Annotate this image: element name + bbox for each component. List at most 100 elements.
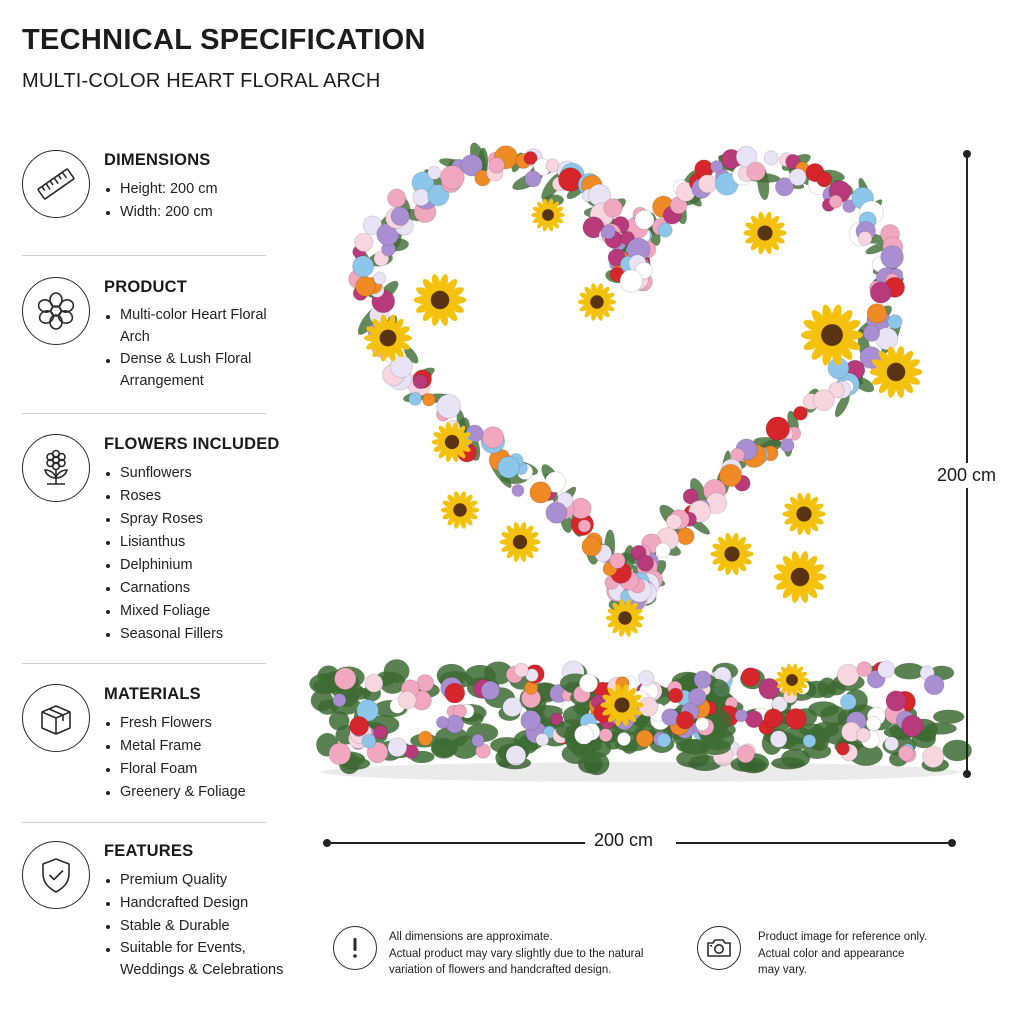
sunflower-petal [506,525,518,539]
list-item: Spray Roses [106,508,223,531]
sunflower-petal [372,318,385,334]
features-list: Premium Quality Handcrafted Design Stabl… [106,869,305,982]
section-flowers-included: FLOWERS INCLUDED Sunflowers Roses Spray … [22,434,279,649]
sunflower-petal [456,432,471,441]
sunflower-petal [794,683,803,694]
sunflower-petal [439,306,449,326]
sunflower-petal [750,236,763,251]
sunflower-petal [872,359,891,371]
sunflower-petal [803,555,818,573]
sunflower-petal [769,222,785,232]
flower-bloom [328,742,352,766]
foliage-leaf [309,673,342,695]
sunflower-petal [745,222,761,232]
sunflower-petal [584,286,595,299]
flower-bloom [865,715,882,732]
sunflower-petal [438,445,450,459]
heart-arch-art [309,142,972,782]
foliage-leaf [328,711,350,731]
sunflower-petal [808,503,824,513]
flower-bloom [667,687,684,704]
flower-bloom [657,222,673,238]
flower-bloom [769,730,788,748]
section-dimensions: DIMENSIONS Height: 200 cm Width: 200 cm [22,150,272,240]
product-heading: PRODUCT [104,278,187,296]
sunflower-petal [443,278,458,296]
sunflower-petal [629,619,643,628]
flower-bloom [835,741,850,756]
sunflower-petal [627,602,638,615]
flower-bloom [836,663,860,687]
flower-bloom [661,708,680,727]
sunflower-petal [443,304,458,322]
flower-bloom [524,170,542,188]
sunflower-petal [366,326,383,337]
sunflower-center [590,295,604,309]
flower-bloom [682,488,699,505]
sunflower-petal [899,350,914,368]
list-item: Handcrafted Design [106,892,305,915]
sunflower-petal [522,525,534,539]
flower-bloom [505,745,527,767]
floral-arch-illustration [300,140,980,800]
sunflower-petal [717,557,730,572]
list-item: Delphinium [106,554,223,577]
sunflower-petal [454,425,466,439]
sunflower-petal [433,432,448,441]
sunflower-petal [764,238,772,255]
foliage-leaf [676,739,705,754]
sunflower-center [786,674,798,686]
sunflower-petal [551,216,564,224]
flower-bloom [364,673,384,693]
sunflower-petal [811,310,829,330]
camera-icon [697,926,741,970]
flower-bloom [333,667,357,691]
width-dimension-line [327,842,585,844]
product-list: Multi-color Heart Floral Arch Dense & Lu… [106,305,280,393]
flower-bloom [734,708,748,723]
flower-bloom [529,481,552,504]
foliage-leaf [780,748,811,768]
flower-bloom [638,670,655,687]
sunflower-petal [767,215,780,230]
sunflower-petal [784,515,800,525]
sunflower-petal [501,543,516,552]
flower-bloom [603,198,623,218]
sunflower-petal [895,378,905,398]
note-dimensions-approximate: All dimensions are approximate. Actual p… [389,929,643,979]
sunflower-petal [462,494,473,507]
sunflower-petal [811,340,829,360]
flower-bloom [718,463,743,488]
flower-bloom [869,281,892,304]
sunflower-petal [789,517,802,532]
flower-bloom [332,693,347,708]
flowers-list: Sunflowers Roses Spray Roses Lisianthus … [106,462,223,646]
sunflower-petal [451,446,459,462]
list-item: Width: 200 cm [106,201,218,224]
foliage-leaf [804,680,830,699]
sunflower-center [796,506,812,522]
sunflower-petal [838,319,861,334]
sunflower-center [886,362,906,382]
sunflower-petal [725,532,733,549]
flower-bloom [511,483,525,497]
sunflower-petal [391,342,404,358]
sunflower-petal [537,218,546,229]
sunflower-petal [445,301,464,313]
flower-bloom [665,513,683,530]
flower-bloom [361,733,377,749]
sunflower-petal [366,339,383,350]
sunflower-petal [454,491,461,506]
sunflower-petal [626,706,642,716]
dimension-endpoint [962,150,971,158]
sunflower-petal [506,545,518,559]
flower-bloom [349,715,370,737]
sunflower-center [512,534,528,550]
flower-bloom [866,303,888,324]
sunflower-petal [805,564,824,576]
sunflower-center [618,611,632,625]
sunflower-petal [416,287,435,299]
sunflower-petal [431,274,441,294]
flower-bloom [488,156,505,174]
flower-bloom [421,392,436,407]
